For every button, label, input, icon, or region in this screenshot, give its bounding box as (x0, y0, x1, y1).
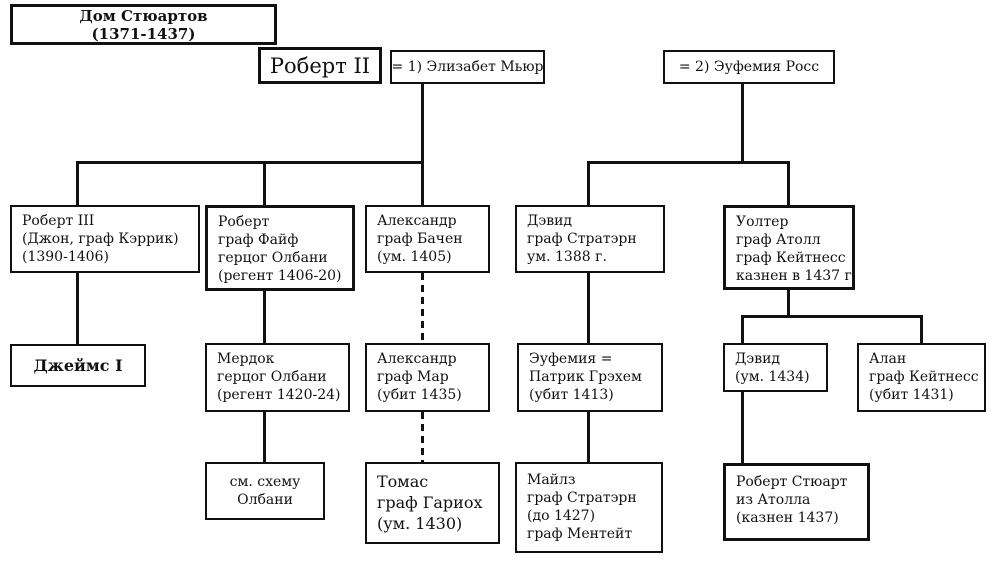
node-alexander-mar: Александр граф Мар (убит 1435) (365, 343, 490, 412)
connector-drop-alan (920, 317, 923, 343)
connector-murdoch-albanyref (263, 412, 266, 462)
connector-david2-robertatholl (741, 392, 744, 463)
node-walter-atholl: Уолтер граф Атолл граф Кейтнесс казнен в… (723, 205, 856, 290)
node-robert-stewart-atholl: Роберт Стюарт из Атолла (казнен 1437) (723, 463, 870, 541)
node-robert-fife-albany: Роберт граф Файф герцог Олбани (регент 1… (205, 205, 355, 291)
connector-right-bracket (587, 161, 790, 164)
connector-wife1-down (421, 84, 424, 206)
connector-fife-murdoch (263, 289, 266, 343)
connector-drop-robert3 (76, 163, 79, 205)
title-line: Дом Стюартов (79, 6, 208, 25)
node-wife1-elizabeth-mure: = 1) Элизабет Мьюр (390, 50, 545, 84)
node-see-albany-chart: см. схему Олбани (205, 462, 325, 520)
connector-drop-fife (263, 163, 266, 205)
connector-buchan-mar-dashed (421, 273, 424, 343)
connector-drop-atholl (787, 163, 790, 205)
connector-mar-thomas-dashed (421, 412, 424, 462)
node-robert-iii: Роберт III (Джон, граф Кэррик) (1390-140… (10, 205, 200, 273)
connector-drop-strathearn (587, 163, 590, 205)
connector-euphemia-malise (587, 412, 590, 462)
title-line: (1371-1437) (91, 24, 196, 43)
diagram-title: Дом Стюартов (1371-1437) (10, 4, 277, 45)
node-david-strathearn: Дэвид граф Стратэрн ум. 1388 г. (515, 205, 665, 273)
node-wife2-euphemia-ross: = 2) Эуфемия Росс (663, 50, 835, 84)
connector-left-bracket (76, 161, 424, 164)
node-malise-strathearn: Майлз граф Стратэрн (до 1427) граф Менте… (515, 462, 663, 553)
node-alan-caithness: Алан граф Кейтнесс (убит 1431) (857, 343, 986, 412)
node-robert-ii: Роберт II (258, 47, 382, 84)
node-thomas-garioch: Томас граф Гариох (ум. 1430) (365, 462, 500, 544)
connector-atholl-bracket (741, 315, 923, 318)
connector-drop-david2 (741, 317, 744, 343)
connector-strathearn-euphemia (587, 273, 590, 343)
node-alexander-buchan: Александр граф Бачен (ум. 1405) (365, 205, 490, 273)
node-david-1434: Дэвид (ум. 1434) (723, 343, 828, 392)
connector-atholl-down (787, 289, 790, 318)
connector-wife2-down (741, 84, 744, 164)
connector-robert3-james1 (76, 273, 79, 344)
node-euphemia-patrick-graham: Эуфемия = Патрик Грэхем (убит 1413) (517, 343, 663, 412)
node-murdoch-albany: Мердок герцог Олбани (регент 1420-24) (205, 343, 350, 412)
node-james-i: Джеймс I (10, 344, 146, 387)
